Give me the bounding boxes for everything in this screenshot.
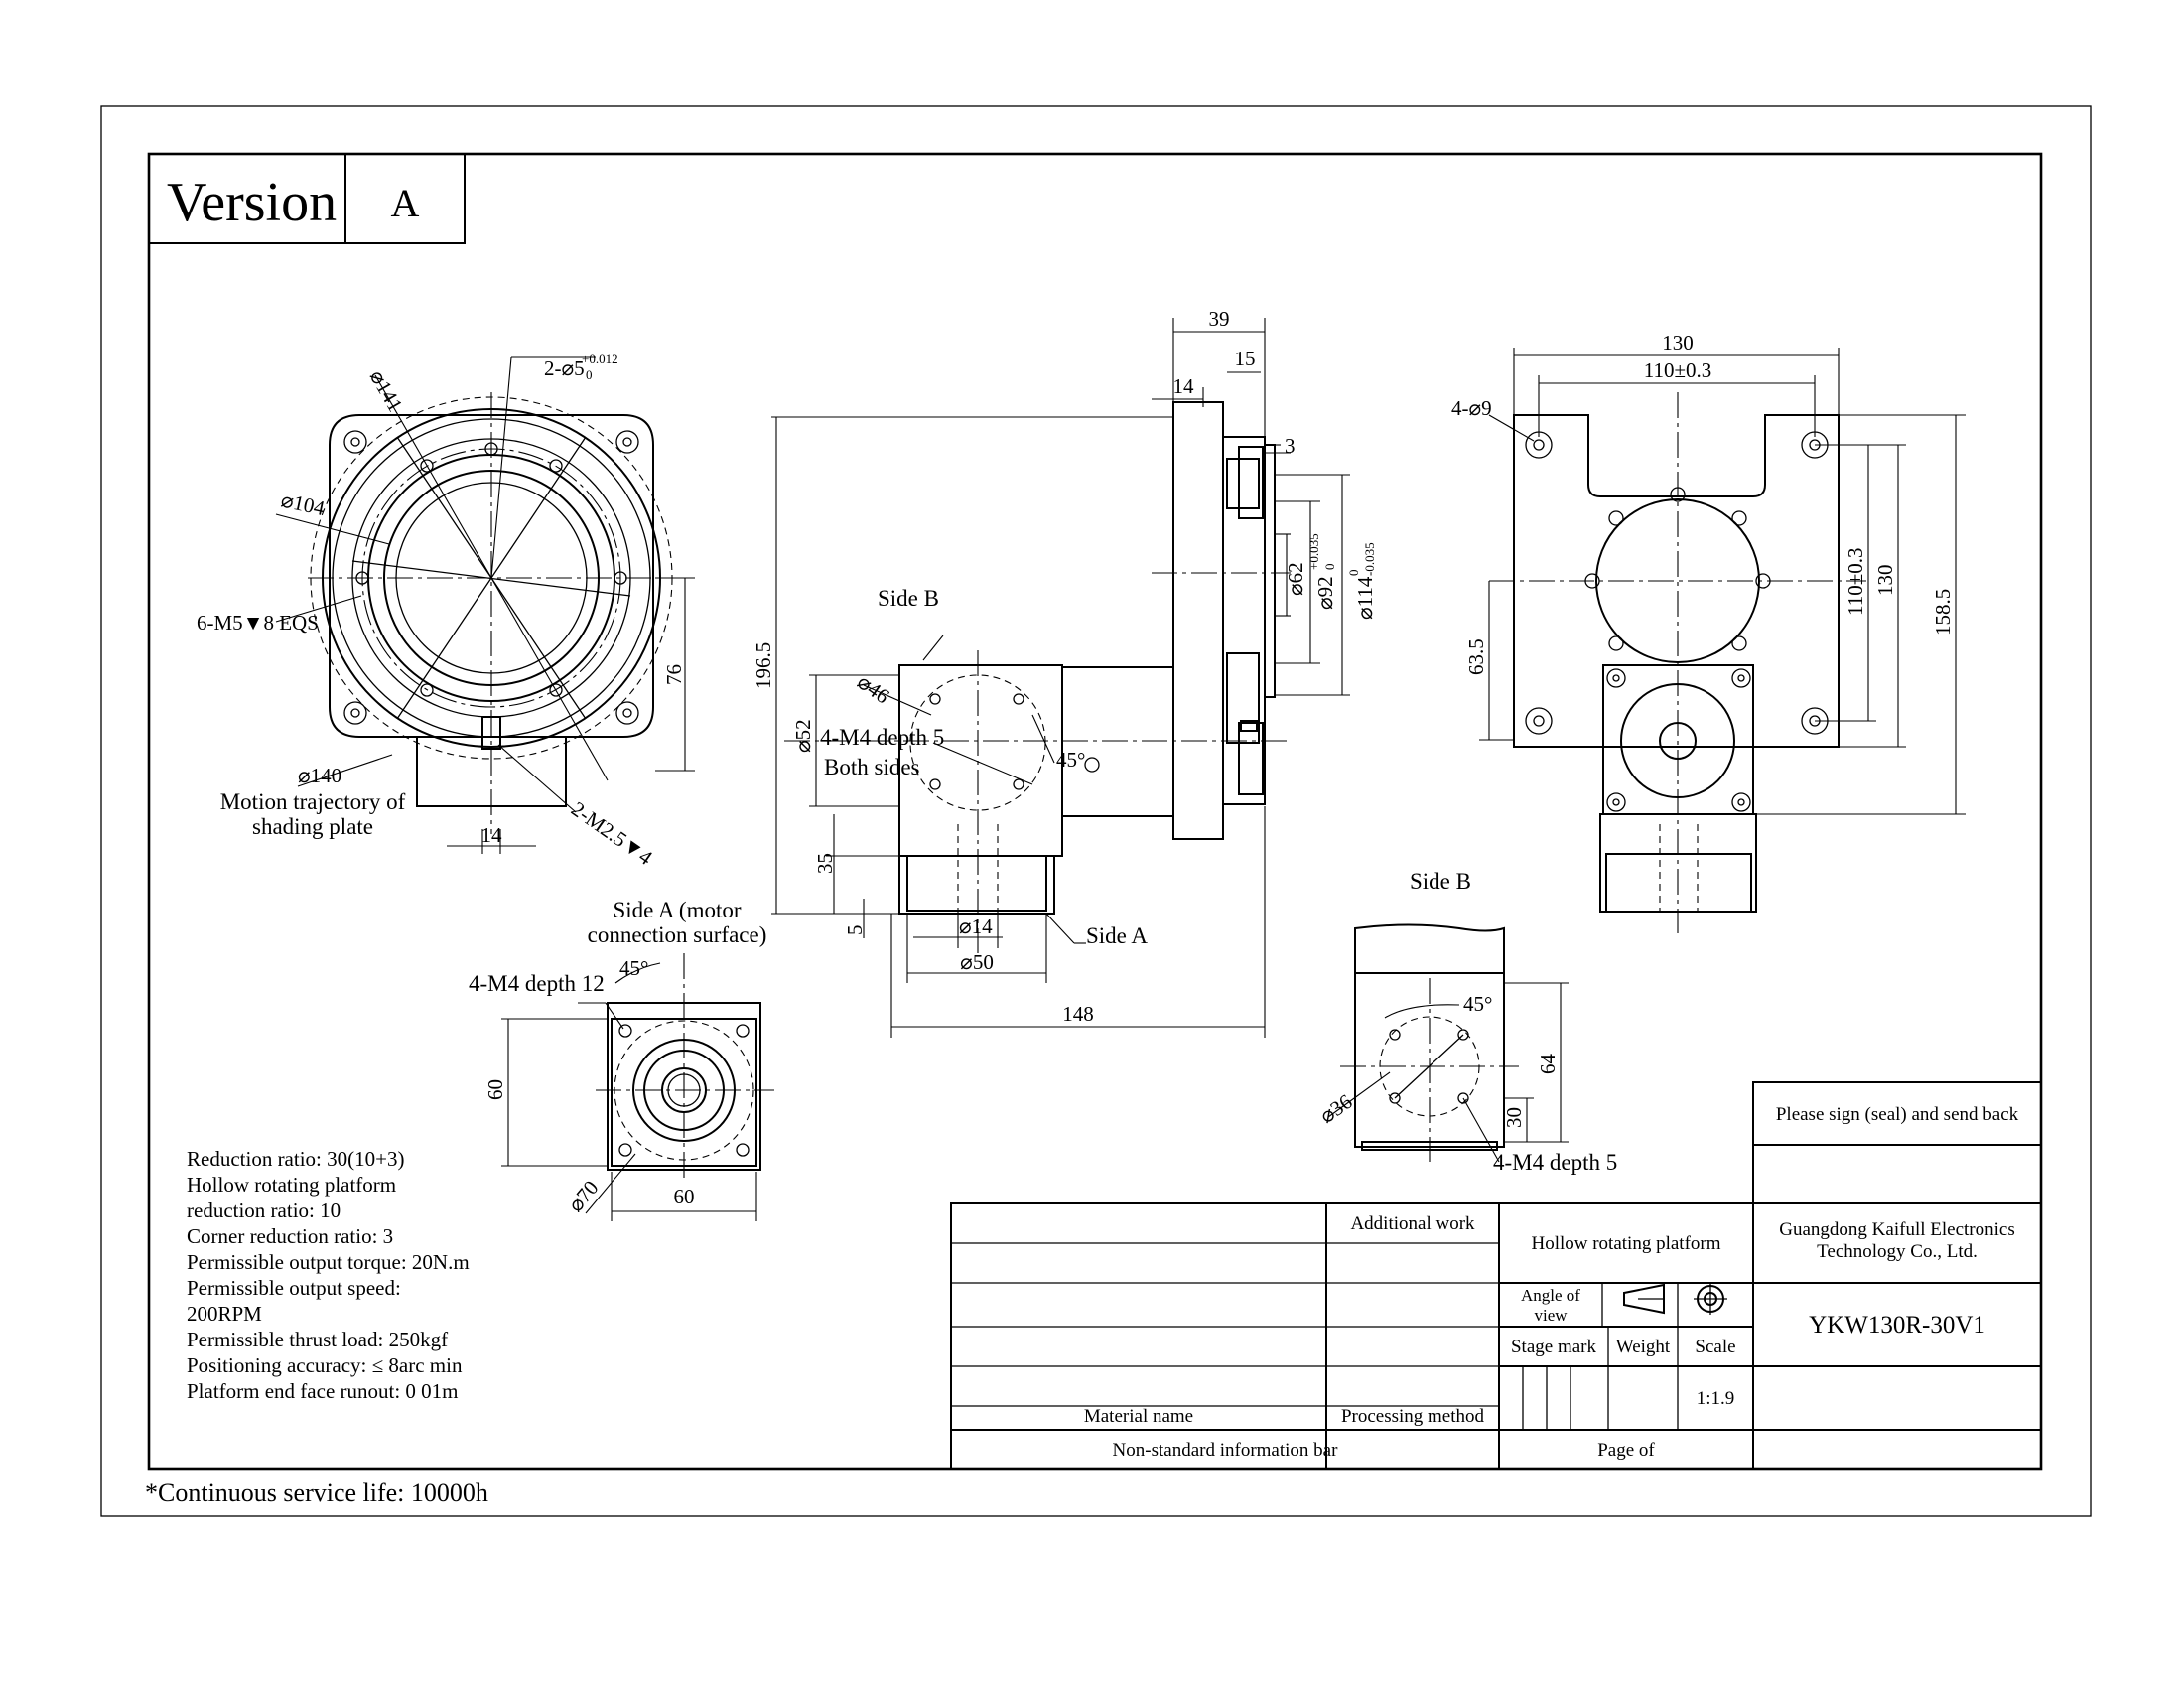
tb-angle-of-view-2: view [1534, 1306, 1568, 1325]
side-a-dim-phi70: ⌀70 [563, 1176, 603, 1216]
side-dim-phi92-tol-upper: +0.035 [1306, 533, 1321, 570]
top-dim-holes: 4-⌀9 [1451, 396, 1492, 420]
side-dim-148: 148 [1062, 1002, 1094, 1026]
tb-processing-method: Processing method [1341, 1406, 1485, 1427]
tb-stage-mark: Stage mark [1511, 1337, 1597, 1357]
side-dim-35: 35 [813, 853, 837, 874]
side-b-note-m4: 4-M4 depth 5 [1493, 1150, 1617, 1175]
dim-phi104: ⌀104 [279, 488, 328, 520]
side-dim-phi14: ⌀14 [959, 915, 993, 938]
side-dim-15: 15 [1235, 347, 1256, 370]
top-view: 130 110±0.3 4-⌀9 63.5 110±0.3 130 158.5 [1451, 331, 1966, 933]
dim-pin-tol-upper: +0.012 [582, 352, 618, 366]
tb-weight: Weight [1616, 1337, 1671, 1357]
tb-page-of: Page of [1597, 1440, 1655, 1461]
tb-company-1: Guangdong Kaifull Electronics [1779, 1219, 2014, 1240]
top-dim-110: 110±0.3 [1644, 358, 1712, 382]
side-dim-phi114-tol-upper: 0 [1346, 570, 1361, 577]
top-dim-130: 130 [1662, 331, 1694, 354]
spec-line: Reduction ratio: 30(10+3) [187, 1147, 404, 1171]
footer-note: *Continuous service life: 10000h [145, 1479, 488, 1507]
outer-frame [100, 105, 2092, 1517]
side-label-side-a: Side A [1086, 923, 1148, 948]
side-b-dim-phi36: ⌀36 [1315, 1089, 1356, 1128]
side-a-title-1: Side A (motor [613, 898, 741, 922]
projection-symbol-circle-icon [1694, 1283, 1727, 1315]
side-dim-phi62: ⌀62 [1284, 562, 1307, 596]
dim-pin-tol-lower: 0 [586, 367, 593, 382]
dim-pin-holes: 2-⌀5 [544, 356, 585, 380]
dim-phi140: ⌀140 [298, 764, 341, 787]
side-dim-3: 3 [1285, 434, 1296, 458]
note-trajectory-1: Motion trajectory of [220, 789, 406, 814]
specifications: Reduction ratio: 30(10+3) Hollow rotatin… [187, 1147, 470, 1403]
dim-14-front: 14 [481, 823, 503, 847]
spec-line: Permissible thrust load: 250kgf [187, 1328, 448, 1351]
side-dim-39: 39 [1209, 307, 1230, 331]
note-trajectory-2: shading plate [252, 814, 373, 839]
top-dim-130-v: 130 [1873, 565, 1897, 597]
dim-m25: 2-M2.5▼4 [567, 796, 657, 870]
side-dim-196-5: 196.5 [751, 642, 775, 689]
side-b-dim-30: 30 [1502, 1107, 1526, 1128]
tb-scale-value: 1:1.9 [1697, 1388, 1735, 1409]
side-a-dim-45: 45° [619, 956, 648, 980]
side-dim-45: 45° [1056, 748, 1085, 772]
side-dim-phi92-tol-lower: 0 [1322, 564, 1337, 571]
dim-phi141: ⌀141 [365, 366, 408, 416]
side-dim-phi114: ⌀114 [1353, 576, 1377, 620]
spec-line: Positioning accuracy: ≤ 8arc min [187, 1353, 463, 1377]
projection-symbol-cone-icon [1623, 1283, 1665, 1315]
tb-company-2: Technology Co., Ltd. [1817, 1241, 1978, 1262]
side-a-dim-60-h: 60 [674, 1185, 695, 1208]
spec-line: Permissible output speed: [187, 1276, 401, 1300]
tb-sign-note: Please sign (seal) and send back [1776, 1104, 2019, 1125]
spec-line: reduction ratio: 10 [187, 1199, 341, 1222]
tb-angle-of-view-1: Angle of [1521, 1286, 1580, 1305]
side-b-dim-64: 64 [1536, 1054, 1560, 1075]
tb-non-standard: Non-standard information bar [1113, 1440, 1339, 1461]
side-b-title: Side B [1410, 869, 1471, 894]
spec-line: Platform end face runout: 0 01m [187, 1379, 459, 1403]
top-dim-158-5: 158.5 [1931, 589, 1955, 635]
side-b-dim-45: 45° [1463, 992, 1492, 1016]
top-dim-110-v: 110±0.3 [1843, 548, 1867, 617]
side-a-view: Side A (motor connection surface) 4-M4 d… [469, 898, 774, 1221]
spec-line: 200RPM [187, 1302, 262, 1326]
side-dim-5: 5 [843, 925, 867, 936]
tb-product-name: Hollow rotating platform [1531, 1233, 1720, 1254]
tb-scale-label: Scale [1695, 1337, 1735, 1357]
side-a-note-m4: 4-M4 depth 12 [469, 971, 605, 996]
side-a-title-2: connection surface) [588, 922, 767, 947]
side-b-view: Side B 45° ⌀36 64 30 4-M4 depth 5 [1315, 869, 1617, 1175]
side-note-m4-depth: 4-M4 depth 5 [820, 725, 944, 750]
spec-line: Corner reduction ratio: 3 [187, 1224, 393, 1248]
tb-model: YKW130R-30V1 [1809, 1312, 1985, 1339]
side-dim-phi92: ⌀92 [1313, 576, 1337, 610]
tb-additional-work: Additional work [1350, 1213, 1475, 1234]
side-a-dim-60-v: 60 [483, 1079, 507, 1100]
side-dim-14: 14 [1173, 374, 1195, 398]
dim-screws: 6-M5▼8 EQS [197, 611, 319, 635]
side-label-side-b: Side B [878, 586, 939, 611]
side-dim-phi52: ⌀52 [791, 719, 815, 753]
side-view: 39 14 15 3 196.5 ⌀114 0 -0.035 ⌀92 +0.03… [751, 307, 1377, 1038]
front-view: ⌀141 2-⌀5 +0.012 0 ⌀104 6-M5▼8 EQS 76 ⌀1… [197, 352, 695, 870]
dim-76: 76 [662, 664, 686, 685]
side-dim-phi114-tol-lower: -0.035 [1362, 542, 1377, 576]
title-block: Please sign (seal) and send back Additio… [950, 1081, 2042, 1470]
version-value: A [391, 181, 420, 225]
version-block: Version A [148, 153, 466, 244]
spec-line: Permissible output torque: 20N.m [187, 1250, 470, 1274]
top-dim-63-5: 63.5 [1464, 638, 1488, 675]
version-label: Version [167, 172, 337, 233]
tb-material-name: Material name [1084, 1406, 1193, 1427]
spec-line: Hollow rotating platform [187, 1173, 396, 1197]
side-note-both-sides: Both sides [824, 755, 920, 779]
side-dim-phi50: ⌀50 [960, 950, 994, 974]
